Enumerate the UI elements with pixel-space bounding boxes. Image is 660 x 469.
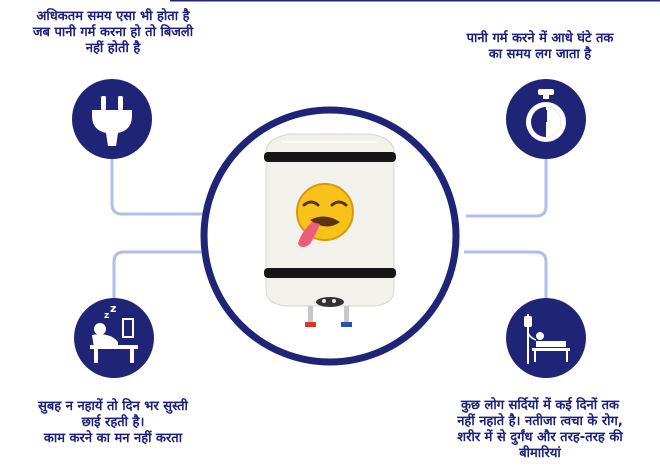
caption-line: जब पानी गर्म करना हो तो बिजली [32,25,194,40]
plug-icon [92,96,132,146]
hospital-bed-icon-badge [506,298,586,378]
stopwatch-icon [526,89,566,142]
caption-line: छाई रहती है। [81,415,145,430]
connector-bottom-left [112,250,216,300]
connector-bottom-right [464,250,548,300]
disgusted-face-emoji [296,183,354,247]
svg-text:z: z [110,302,116,315]
connector-lines [110,158,548,300]
caption-line: बीमारियां [519,446,561,461]
tired-person-icon-badge: z z [74,298,154,378]
svg-text:z: z [104,311,109,321]
caption-line: काम करने का मन नहीं करता [43,431,183,446]
caption-line: नहीं नहाते है। नतीजा त्वचा के रोग, [457,414,623,429]
caption-bottom-right: कुछ लोग सर्दियों में कई दिनों तक नहीं नह… [420,398,660,462]
caption-line: का समय लग जाता है [488,47,592,62]
caption-bottom-left: सुबह न नहायें तो दिन भर सुस्ती छाई रहती … [0,399,226,447]
caption-top-right: पानी गर्म करने में आधे घंटे तक का समय लग… [420,31,660,63]
caption-line: कुछ लोग सर्दियों में कई दिनों तक [460,398,620,413]
stopwatch-icon-badge [506,79,586,159]
caption-line: सुबह न नहायें तो दिन भर सुस्ती [38,399,188,414]
caption-line: अधिकतम समय एसा भी होता है [36,9,190,24]
caption-top-left: अधिकतम समय एसा भी होता है जब पानी गर्म क… [0,9,226,57]
connector-top-left [110,158,212,216]
hospital-bed-icon [524,314,570,364]
plug-icon-badge [72,79,152,159]
connector-top-right [466,158,548,218]
caption-line: नहीं होती है [85,41,141,56]
tired-person-icon: z z [90,302,138,363]
caption-line: पानी गर्म करने में आधे घंटे तक [466,31,614,46]
caption-line: शरीर में से दुर्गंध और तरह-तरह की [457,430,623,445]
